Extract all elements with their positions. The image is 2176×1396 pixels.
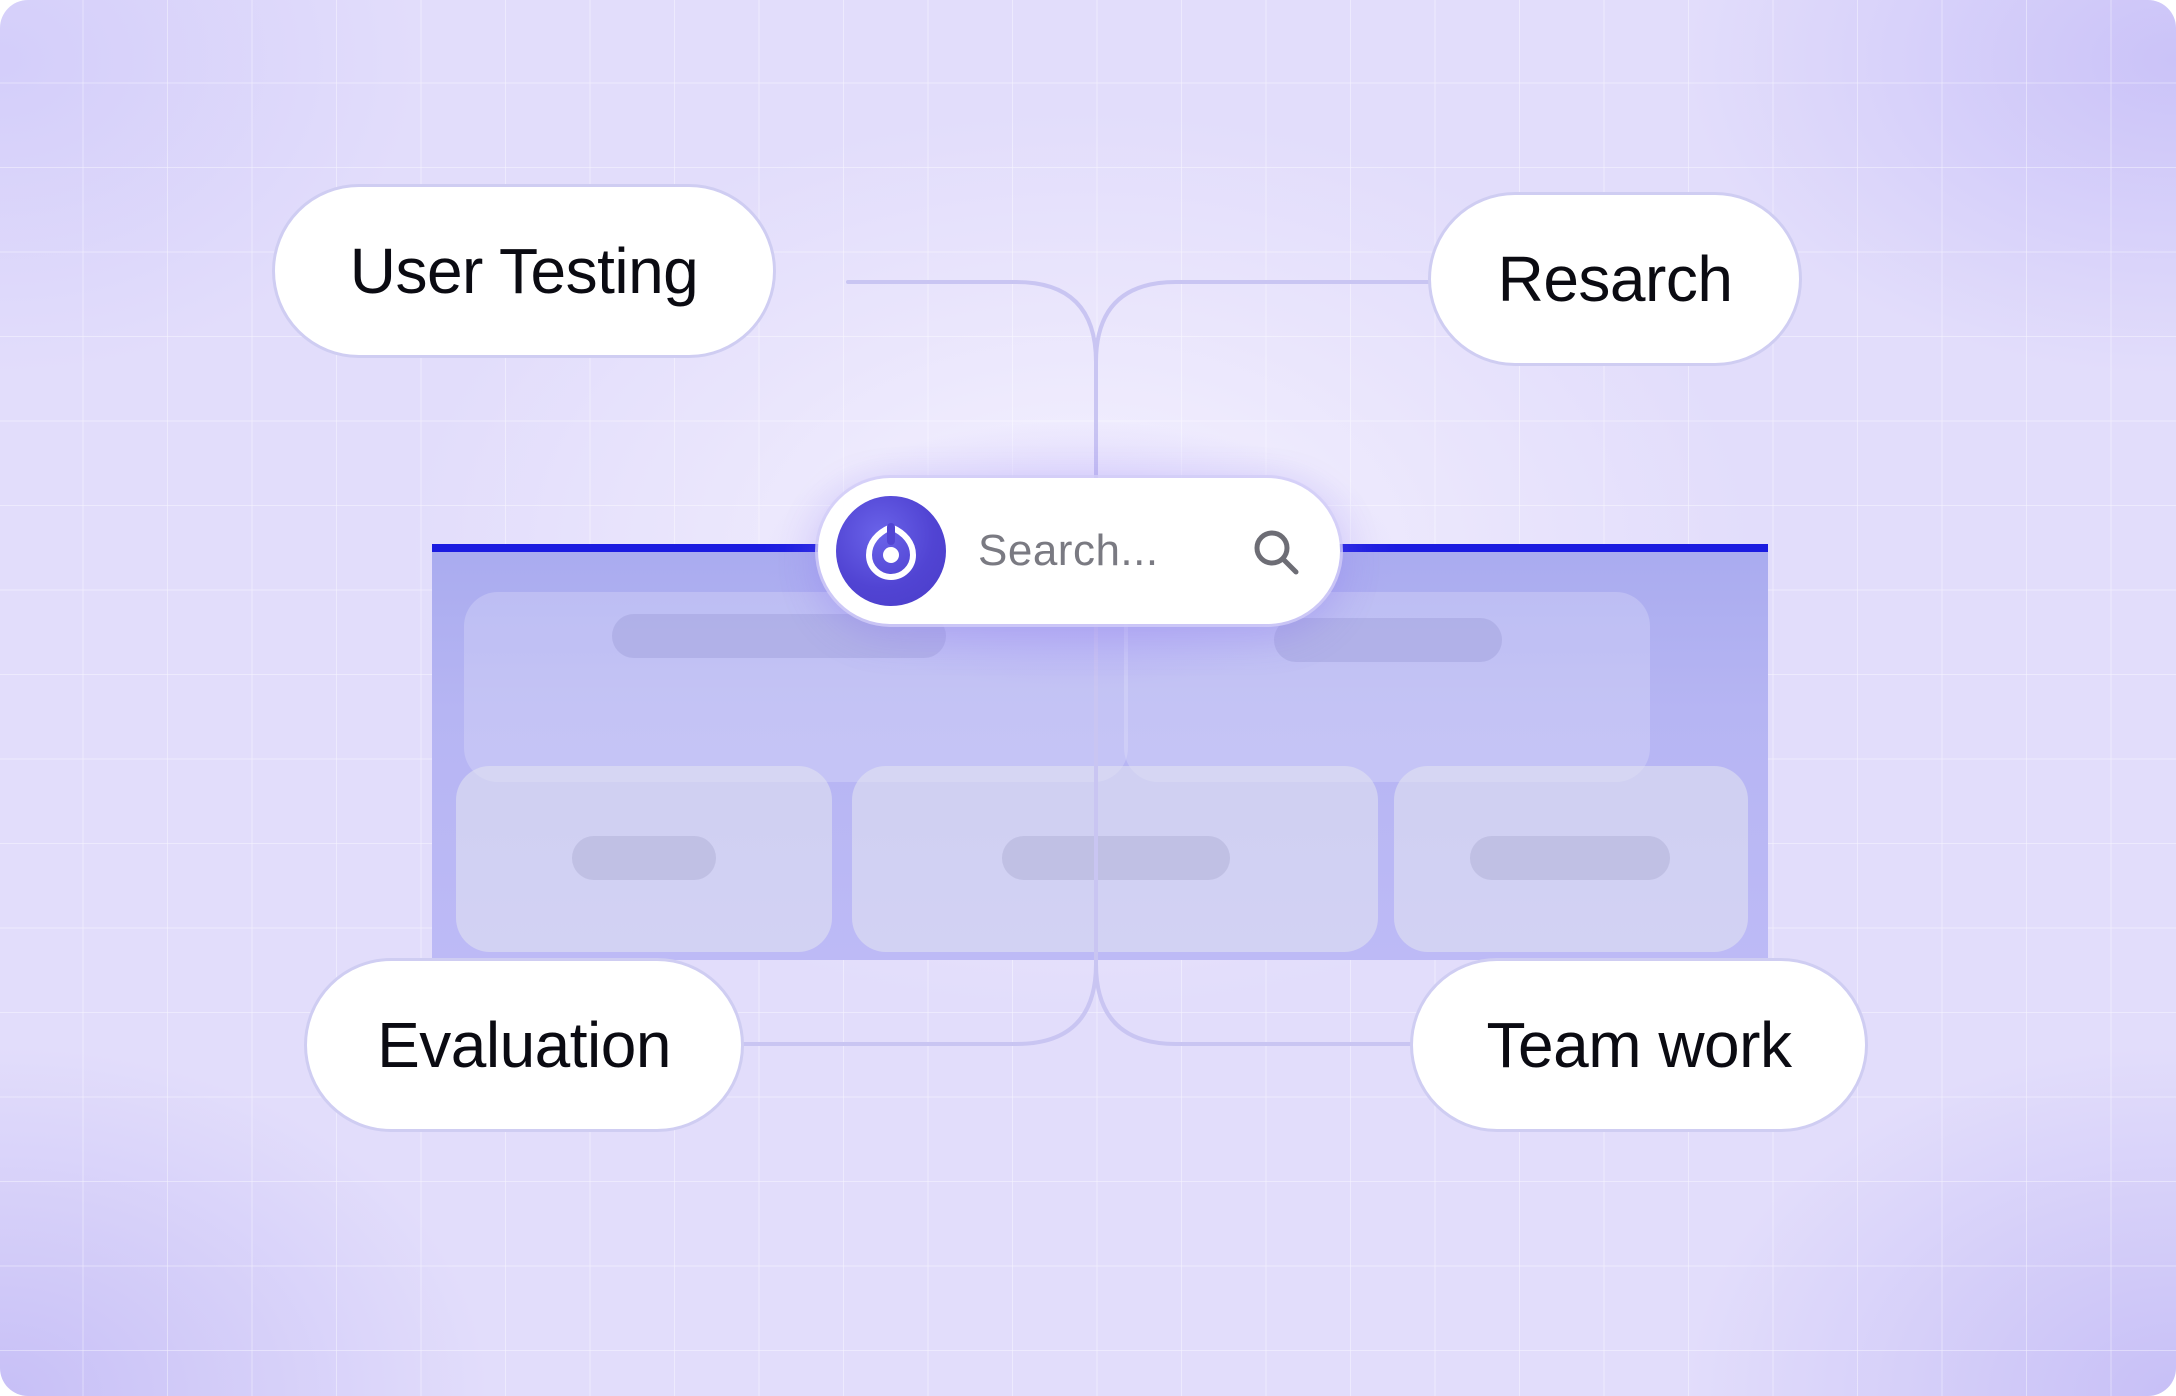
skeleton-line bbox=[572, 836, 716, 880]
panel-card-bottom-1 bbox=[456, 766, 832, 952]
search-icon[interactable] bbox=[1250, 526, 1302, 578]
topic-pill-evaluation[interactable]: Evaluation bbox=[304, 958, 744, 1132]
topic-pill-user-testing[interactable]: User Testing bbox=[272, 184, 776, 358]
topic-label: Team work bbox=[1486, 1009, 1792, 1081]
panel-card-bottom-2 bbox=[852, 766, 1378, 952]
topic-label: User Testing bbox=[349, 235, 699, 307]
search-bar[interactable] bbox=[818, 478, 1340, 624]
skeleton-line bbox=[1002, 836, 1230, 880]
topic-pill-research[interactable]: Resarch bbox=[1428, 192, 1802, 366]
skeleton-line bbox=[1470, 836, 1670, 880]
topic-label: Resarch bbox=[1497, 243, 1733, 315]
brand-logo-icon bbox=[836, 496, 946, 606]
brand-logo-glyph bbox=[866, 523, 916, 580]
topic-pill-team-work[interactable]: Team work bbox=[1410, 958, 1868, 1132]
search-input[interactable] bbox=[978, 518, 1218, 584]
panel-card-bottom-3 bbox=[1394, 766, 1748, 952]
topic-label: Evaluation bbox=[377, 1009, 671, 1081]
